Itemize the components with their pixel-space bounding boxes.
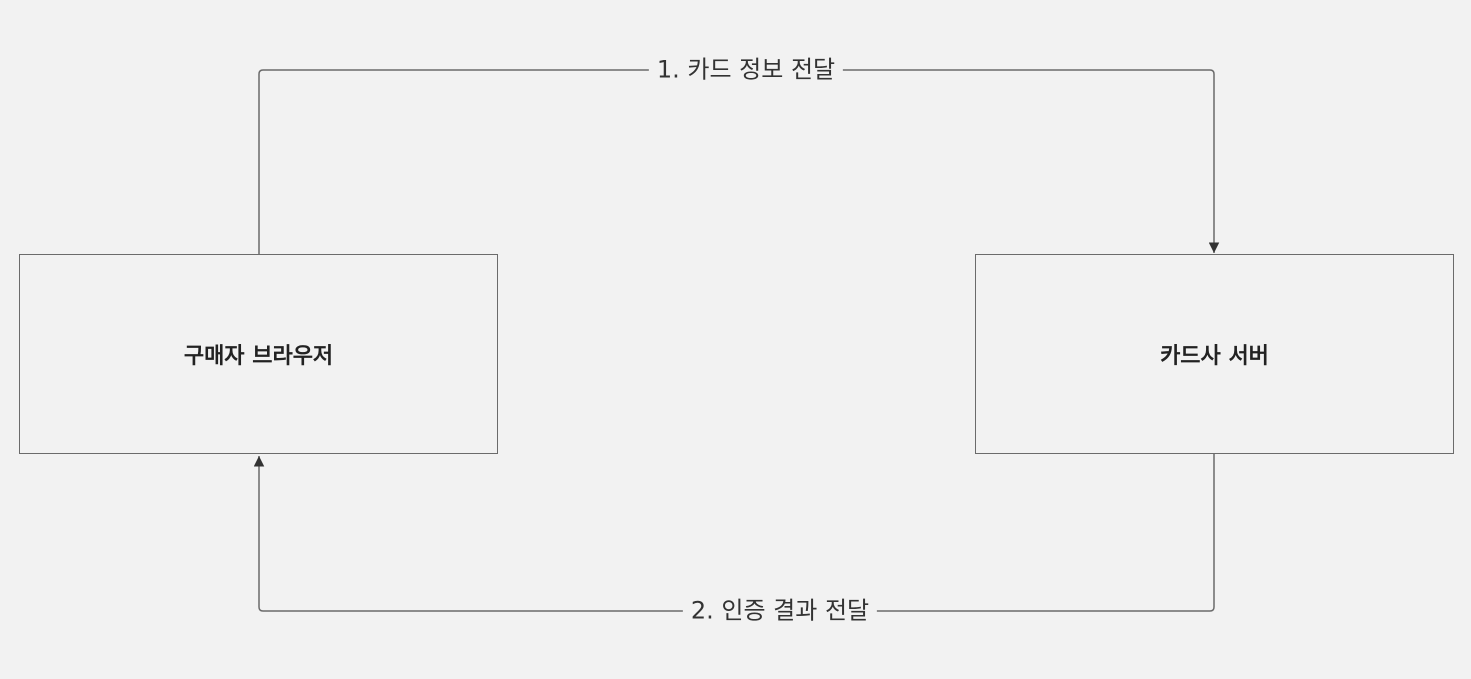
edge-label-auth-result: 2. 인증 결과 전달 (682, 596, 878, 626)
edge-label-card-info: 1. 카드 정보 전달 (648, 55, 844, 85)
node-card-server-label: 카드사 서버 (1160, 344, 1269, 369)
node-card-server[interactable]: 카드사 서버 (975, 254, 1454, 454)
edge-card-info (258, 69, 1220, 254)
node-buyer-browser-label: 구매자 브라우저 (183, 344, 334, 369)
edge-auth-result (253, 454, 1215, 612)
node-buyer-browser[interactable]: 구매자 브라우저 (19, 254, 498, 454)
